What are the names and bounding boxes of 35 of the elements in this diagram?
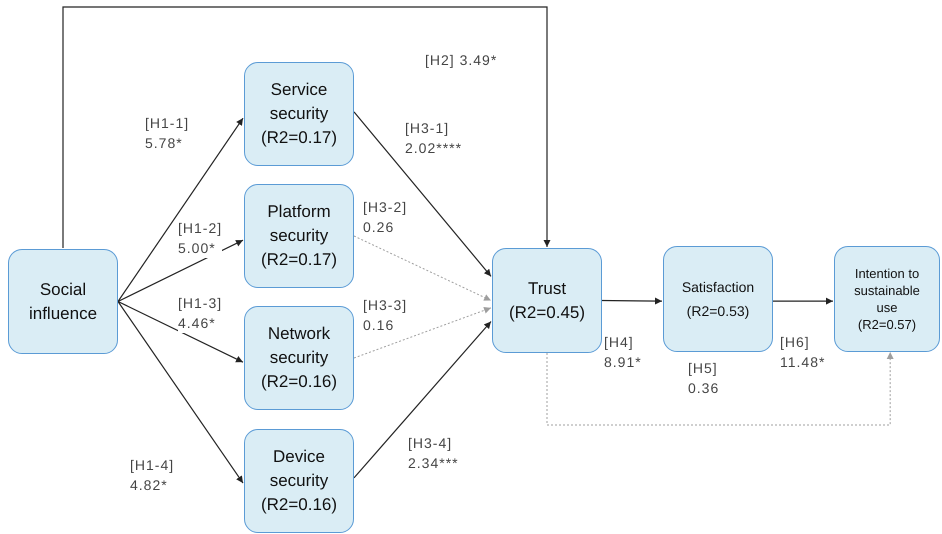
construct-name: Satisfaction [682, 278, 754, 297]
r-squared-value: (R2=0.16) [260, 494, 338, 516]
arrow [354, 321, 492, 478]
construct-name: Intention to sustainable use [854, 265, 920, 316]
arrow [118, 301, 244, 484]
arrow [62, 6, 550, 248]
r-squared-value: (R2=0.45) [508, 302, 586, 324]
arrow [118, 118, 244, 302]
arrow [354, 236, 492, 301]
construct-box [492, 248, 602, 353]
construct-box [244, 429, 354, 533]
construct-box [244, 306, 354, 410]
construct-name: Service security [268, 79, 330, 125]
r-squared-value: (R2=0.17) [260, 249, 338, 271]
arrow [118, 300, 244, 363]
arrow [118, 240, 244, 302]
arrow [354, 112, 492, 277]
construct-name: Network security [266, 323, 332, 369]
r-squared-value: (R2=0.57) [858, 316, 916, 333]
construct-name: Trust [528, 278, 566, 300]
construct-box [244, 62, 354, 166]
construct-name: Platform security [266, 201, 332, 247]
arrow [602, 298, 662, 305]
construct-box [834, 246, 940, 352]
construct-box [244, 184, 354, 288]
construct-name: Social influence [28, 278, 98, 324]
r-squared-value: (R2=0.17) [260, 127, 338, 149]
r-squared-value: (R2=0.16) [260, 371, 338, 393]
arrow [546, 352, 894, 426]
arrow [354, 306, 492, 358]
construct-name: Device security [268, 446, 330, 492]
construct-box [8, 249, 118, 354]
arrow [773, 298, 833, 305]
r-squared-value: (R2=0.53) [686, 302, 750, 321]
construct-box [663, 246, 773, 352]
